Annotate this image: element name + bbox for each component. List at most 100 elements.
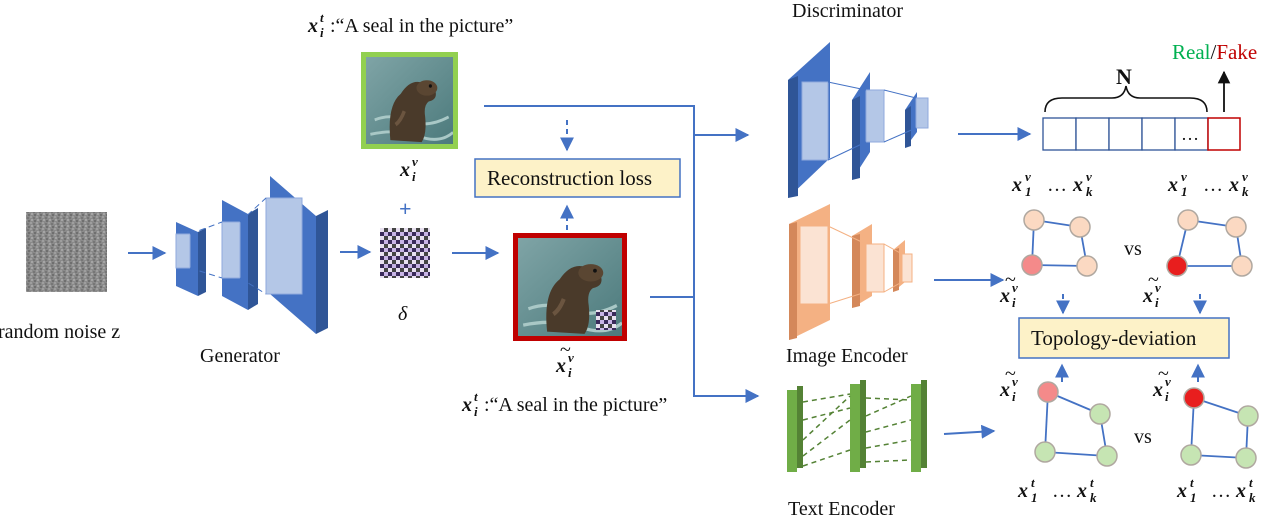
svg-text:1: 1 [1031,490,1038,505]
svg-text:x: x [999,285,1010,307]
vector-ellipsis: … [1181,124,1199,144]
svg-text:i: i [1165,389,1169,404]
clean-route-line [484,105,695,135]
adv-image-sup: v [568,350,574,365]
discriminator-network [788,42,929,198]
caption-top-sup: t [320,10,324,25]
svg-text:~: ~ [1158,363,1169,385]
vs-bottom-label: vs [1134,426,1152,448]
caption-top: x t i :“A seal in the picture” [307,10,513,40]
clean-image-x: x [399,159,410,181]
svg-text:x: x [1228,174,1239,196]
svg-text:x: x [999,379,1010,401]
svg-text:v: v [1012,280,1018,295]
image-graph-left [1021,209,1098,277]
text-encoder-network [787,380,927,472]
text-graph-right [1180,387,1259,469]
svg-text:~: ~ [1005,363,1016,385]
svg-text:v: v [1025,169,1031,184]
svg-text:1: 1 [1190,490,1197,505]
adv-image-x: x [555,355,566,377]
svg-text:t: t [1031,475,1035,490]
svg-text:…: … [1047,174,1067,196]
svg-text:x: x [1017,480,1028,502]
svg-text:…: … [1203,174,1223,196]
discriminator-label: Discriminator [792,0,903,22]
caption-bottom-x: x [461,394,472,416]
txt-graph-right-label: x t 1 … x t k [1176,475,1256,505]
caption-top-sub: i [320,25,324,40]
text-encoder-to-graphs-arrow [943,424,996,439]
svg-text:v: v [1242,169,1248,184]
clean-seal-image [361,52,458,149]
output-vector: … [1042,117,1241,151]
img-graph-right-node-label: ~ x v i [1142,269,1161,310]
svg-text:x: x [1176,480,1187,502]
text-graph-left [1034,381,1118,467]
noise-label: random noise z [0,321,120,343]
topology-deviation-label: Topology-deviation [1031,326,1197,350]
svg-text:t: t [1249,475,1253,490]
clean-image-label: x v i [399,154,418,184]
svg-text:i: i [1012,389,1016,404]
img-graph-right-label: x v 1 … x v k [1167,169,1249,199]
svg-text:~: ~ [1148,269,1159,291]
caption-bottom-sub: i [474,404,478,419]
svg-text:…: … [1052,480,1072,502]
txt-graph-left-label: x t 1 … x t k [1017,475,1097,505]
caption-top-x: x [307,15,318,37]
svg-text:x: x [1076,480,1087,502]
svg-text:v: v [1155,280,1161,295]
n-brace [1044,85,1208,113]
svg-text:x: x [1167,174,1178,196]
noise-image [26,212,107,292]
adv-image-tilde: ~ [560,339,571,361]
clean-image-sub: i [412,169,416,184]
txt-graph-left-node-label: ~ x v i [999,363,1018,404]
perturbation-image [380,228,430,278]
svg-text:v: v [1086,169,1092,184]
plus-sign: + [399,196,412,221]
image-encoder-label: Image Encoder [786,345,908,367]
generator-label: Generator [200,345,280,367]
image-encoder-network [789,204,913,340]
svg-text:v: v [1181,169,1187,184]
reconstruction-loss-label: Reconstruction loss [487,166,652,190]
svg-text:x: x [1072,174,1083,196]
img-graph-left-node-label: ~ x v i [999,269,1018,310]
svg-text:x: x [1011,174,1022,196]
caption-bottom-quote: :“A seal in the picture” [484,394,667,416]
svg-text:x: x [1235,480,1246,502]
svg-text:v: v [1012,374,1018,389]
txt-graph-right-node-label: ~ x v i [1152,363,1171,404]
adversarial-seal-image [513,233,627,341]
svg-text:t: t [1190,475,1194,490]
adv-image-label: ~ x v i [555,339,574,380]
svg-text:1: 1 [1181,184,1188,199]
svg-text:k: k [1090,490,1097,505]
image-graph-right [1166,209,1253,277]
clean-image-sup: v [412,154,418,169]
svg-text:k: k [1086,184,1093,199]
text-encoder-label: Text Encoder [788,498,895,518]
real-fake-label: Real/Fake [1172,40,1257,64]
svg-text:~: ~ [1005,269,1016,291]
svg-text:…: … [1211,480,1231,502]
slash-label: / [1210,40,1216,64]
fake-label: Fake [1216,40,1257,64]
svg-text:t: t [1090,475,1094,490]
svg-text:1: 1 [1025,184,1032,199]
img-graph-left-label: x v 1 … x v k [1011,169,1093,199]
reconstruction-loss-box: Reconstruction loss [474,158,681,198]
svg-text:x: x [1142,285,1153,307]
svg-text:i: i [1012,295,1016,310]
svg-text:k: k [1242,184,1249,199]
adv-image-sub: i [568,365,572,380]
svg-text:x: x [1152,379,1163,401]
topology-deviation-box: Topology-deviation [1018,317,1230,359]
svg-text:i: i [1155,295,1159,310]
caption-bottom-sup: t [474,389,478,404]
svg-text:k: k [1249,490,1256,505]
caption-top-quote: :“A seal in the picture” [330,15,513,37]
